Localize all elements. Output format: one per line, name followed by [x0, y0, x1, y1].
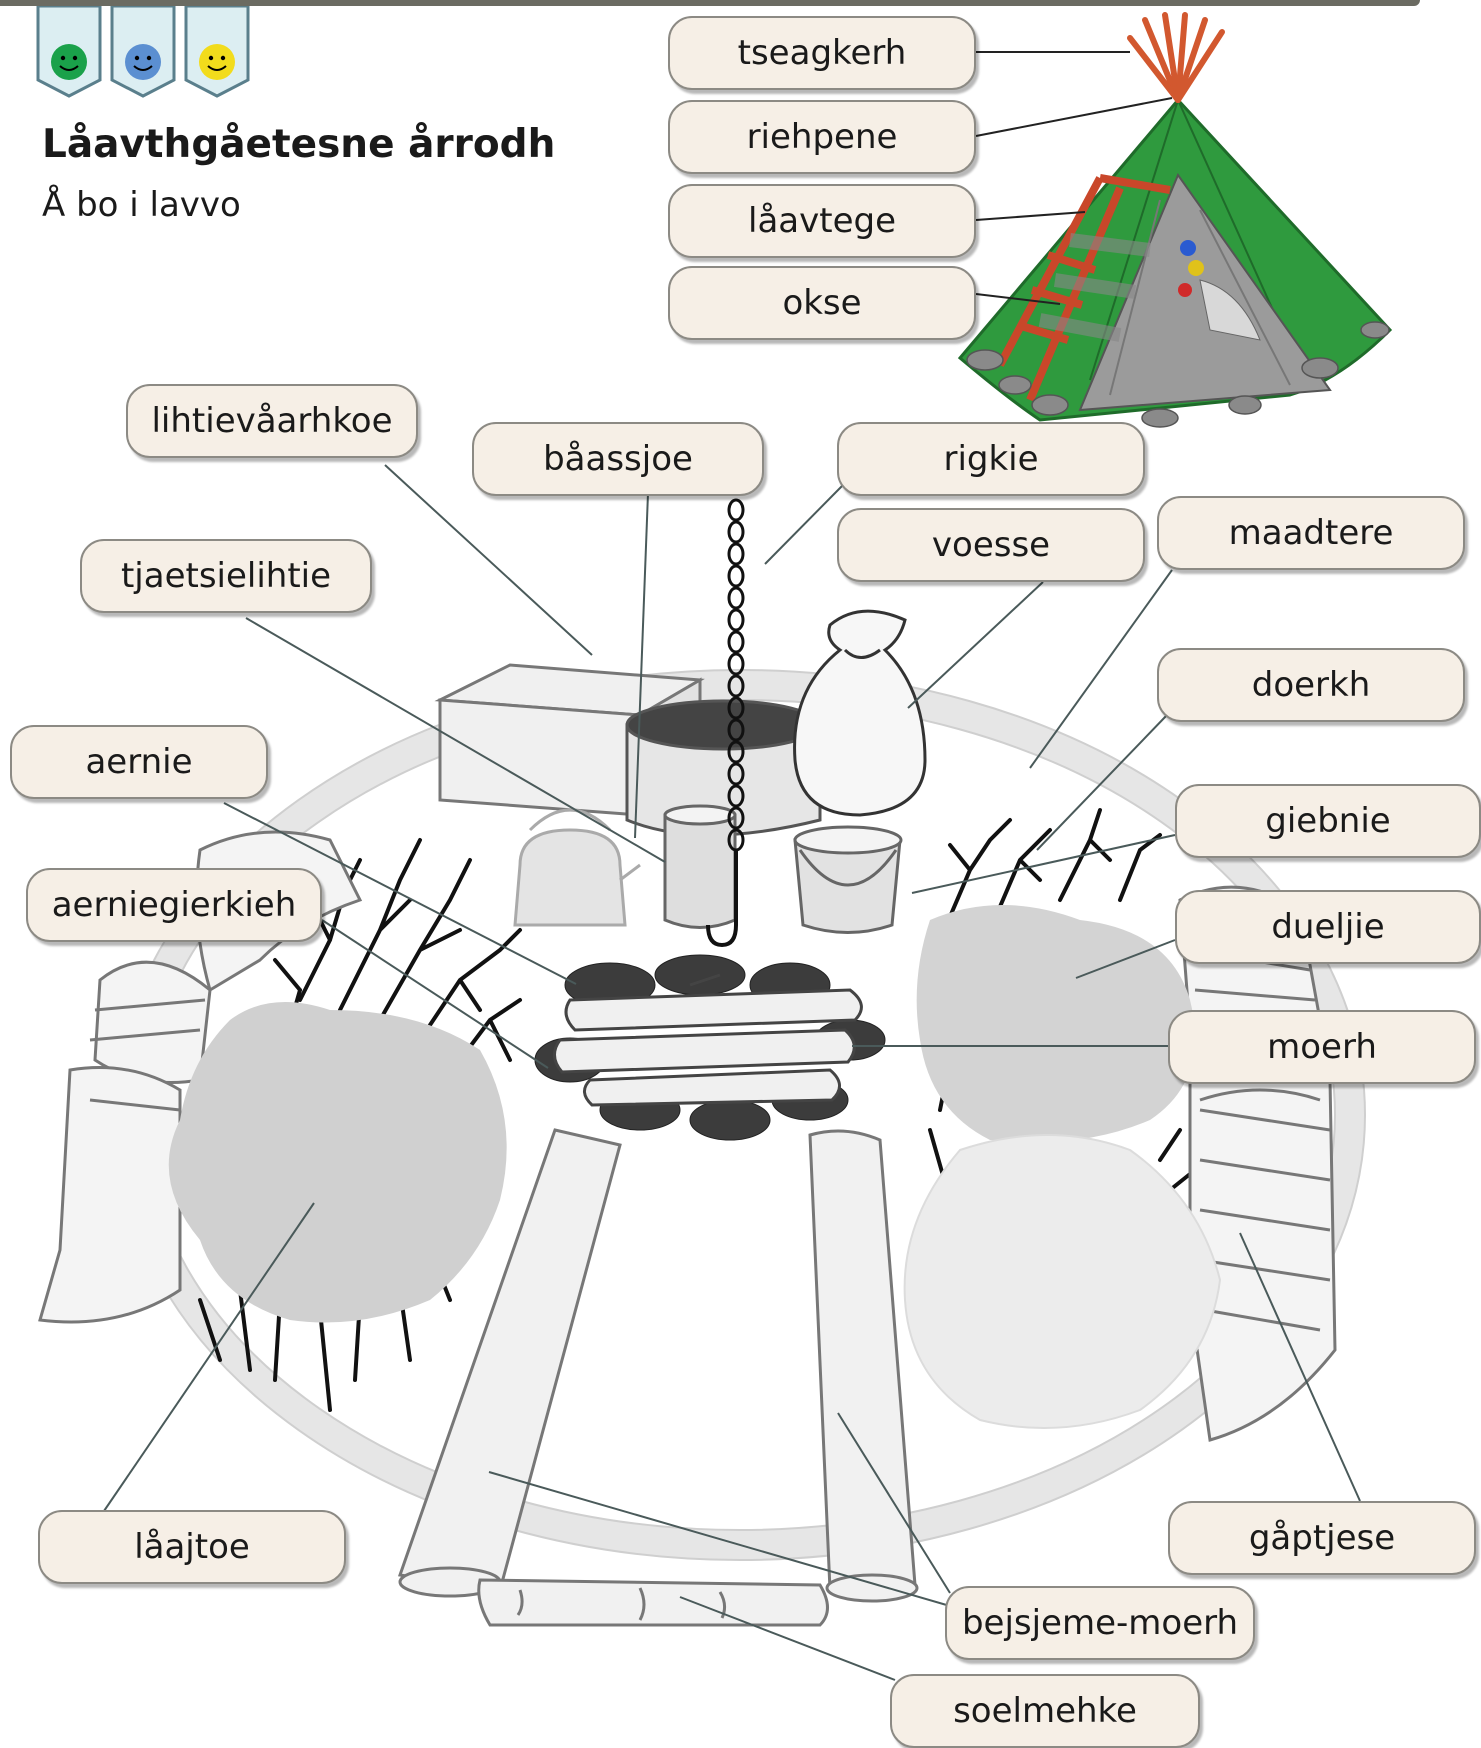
- label-soelmehke[interactable]: soelmehke: [890, 1674, 1200, 1748]
- label-maadtere[interactable]: maadtere: [1157, 496, 1465, 570]
- label-riehpene[interactable]: riehpene: [668, 100, 976, 174]
- label-doerkh[interactable]: doerkh: [1157, 648, 1465, 722]
- label-bejsjeme-moerh[interactable]: bejsjeme-moerh: [945, 1586, 1255, 1660]
- label-laajtoe[interactable]: låajtoe: [38, 1510, 346, 1584]
- label-gaaptjese[interactable]: gåptjese: [1168, 1501, 1476, 1575]
- label-moerh[interactable]: moerh: [1168, 1010, 1476, 1084]
- folded-clothing-right: [1180, 887, 1335, 1440]
- sack: [795, 611, 925, 815]
- label-aerniegierkieh[interactable]: aerniegierkieh: [26, 868, 322, 942]
- label-baassjoe[interactable]: båassjoe: [472, 422, 764, 496]
- label-giebnie[interactable]: giebnie: [1175, 784, 1481, 858]
- label-aernie[interactable]: aernie: [10, 725, 268, 799]
- label-tseagkerh[interactable]: tseagkerh: [668, 16, 976, 90]
- lavvo-tent-illustration: [960, 15, 1390, 427]
- bucket: [795, 827, 901, 933]
- label-lihtievaarhkoe[interactable]: lihtievåarhkoe: [126, 384, 418, 458]
- kettle: [515, 810, 640, 925]
- water-can: [665, 806, 735, 928]
- label-tjaetsielihtie[interactable]: tjaetsielihtie: [80, 539, 372, 613]
- label-dueljie[interactable]: dueljie: [1175, 890, 1481, 964]
- label-voesse[interactable]: voesse: [837, 508, 1145, 582]
- label-rigkie[interactable]: rigkie: [837, 422, 1145, 496]
- label-laavtege[interactable]: låavtege: [668, 184, 976, 258]
- fireplace: [535, 955, 885, 1140]
- label-okse[interactable]: okse: [668, 266, 976, 340]
